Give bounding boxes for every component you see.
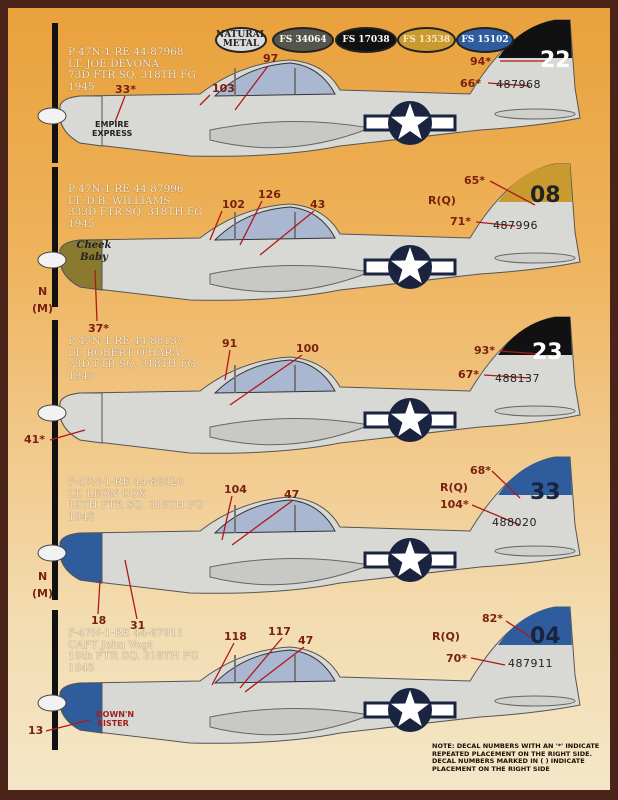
- title-line: LT. D.B. WILLIAMS: [68, 194, 171, 207]
- title-line: 1945: [68, 80, 95, 93]
- callout-label: 41*: [24, 433, 46, 446]
- callout-label: 104*: [440, 498, 469, 511]
- callout-label: 94*: [470, 55, 492, 68]
- callout-label: R(Q): [432, 630, 460, 643]
- callout-leaders: [45, 60, 545, 732]
- swatch-label: NATURAL METAL: [215, 30, 267, 49]
- callout-label: 68*: [470, 464, 492, 477]
- swatch-label: FS 34064: [279, 34, 327, 45]
- tail-code: 23: [532, 340, 563, 365]
- serial-number: 488020: [492, 516, 537, 529]
- title-line: P-47N-1-RE 44-88137: [68, 335, 184, 347]
- tail-code: 04: [530, 624, 561, 649]
- callout-label: R(Q): [440, 481, 468, 494]
- callout-label: 13: [28, 724, 44, 737]
- callout-label: 43: [310, 198, 326, 211]
- callout-label: 100: [296, 342, 319, 355]
- tail-code: 22: [540, 48, 571, 73]
- callout-label: 91: [222, 337, 238, 350]
- callout-label: (M): [32, 302, 54, 315]
- callout-label: N: [38, 285, 48, 298]
- callout-label: 104: [224, 483, 247, 496]
- title-line: 1945: [68, 510, 95, 523]
- tail-code: 08: [530, 183, 561, 208]
- callout-label: 31: [130, 619, 146, 632]
- callout-label: 102: [222, 198, 245, 211]
- callout-label: 47: [298, 634, 314, 647]
- title-line: P-47N-1-RE 44-87996: [68, 183, 184, 195]
- callout-label: (M): [32, 587, 54, 600]
- callout-label: 71*: [450, 215, 472, 228]
- callout-label: 47: [284, 488, 300, 501]
- callout-label: 70*: [446, 652, 468, 665]
- callout-label: 65*: [464, 174, 486, 187]
- swatch-fs-34064: FS 34064: [272, 27, 334, 53]
- serial-number: 488137: [495, 372, 540, 385]
- callout-label: 18: [91, 614, 107, 627]
- title-line: 333D FTR SQ. 318TH FG: [68, 206, 203, 218]
- title-line: 1945: [68, 661, 95, 674]
- title-line: P-47N-1-RE 44-88020: [68, 476, 184, 488]
- callout-label: 117: [268, 625, 291, 638]
- placement-note: NOTE: DECAL NUMBERS WITH AN '*' INDICATE…: [432, 742, 600, 773]
- callout-label: 103: [212, 82, 235, 95]
- title-line: CAPT John Vogt: [68, 638, 153, 651]
- callout-label: 118: [224, 630, 247, 643]
- callout-label: 67*: [458, 368, 480, 381]
- callout-label: N: [38, 570, 48, 583]
- nose-art: Cheek Baby: [76, 240, 112, 263]
- title-line: 73D FTR SQ. 318TH FG: [68, 358, 196, 370]
- title-line: P-47N-1-RE 44-87911: [68, 627, 184, 639]
- callout-label: 66*: [460, 77, 482, 90]
- title-line: 73D FTR SQ. 318TH FG: [68, 69, 196, 81]
- title-line: 19th FTR SQ. 318TH FG: [68, 650, 199, 662]
- callout-label: 33*: [115, 83, 137, 96]
- swatch-fs-15102: FS 15102: [456, 27, 514, 53]
- swatch-fs-17038: FS 17038: [335, 27, 397, 53]
- nose-art: DOWN'N SISTER: [96, 710, 135, 728]
- title-line: 1945: [68, 369, 95, 382]
- callout-label: 37*: [88, 322, 110, 335]
- title-line: P-47N-1-RE 44-87968: [68, 46, 184, 58]
- nose-art: EMPIRE EXPRESS: [92, 120, 133, 138]
- swatch-label: FS 15102: [461, 34, 509, 45]
- title-line: LT. JOE DEVONA: [68, 57, 159, 70]
- swatch-label: FS 13538: [402, 34, 451, 45]
- title-line: LT. ROBERT O'HARA: [68, 346, 180, 359]
- swatch-fs-13538: FS 13538: [397, 27, 456, 53]
- tail-code: 33: [530, 480, 561, 505]
- swatch-natural-metal: NATURAL METAL: [215, 27, 267, 53]
- title-line: LT. LEON COX: [68, 487, 146, 500]
- callout-label: 82*: [482, 612, 504, 625]
- callout-label: R(Q): [428, 194, 456, 207]
- callout-label: 126: [258, 188, 281, 201]
- serial-number: 487911: [508, 657, 553, 670]
- callout-label: 93*: [474, 344, 496, 357]
- serial-number: 487968: [496, 78, 541, 91]
- serial-number: 487996: [493, 219, 538, 232]
- title-line: 19TH FTR SQ. 318TH FG: [68, 499, 204, 511]
- title-line: 1945: [68, 217, 95, 230]
- swatch-label: FS 17038: [342, 34, 390, 45]
- callout-label: 97: [263, 52, 279, 65]
